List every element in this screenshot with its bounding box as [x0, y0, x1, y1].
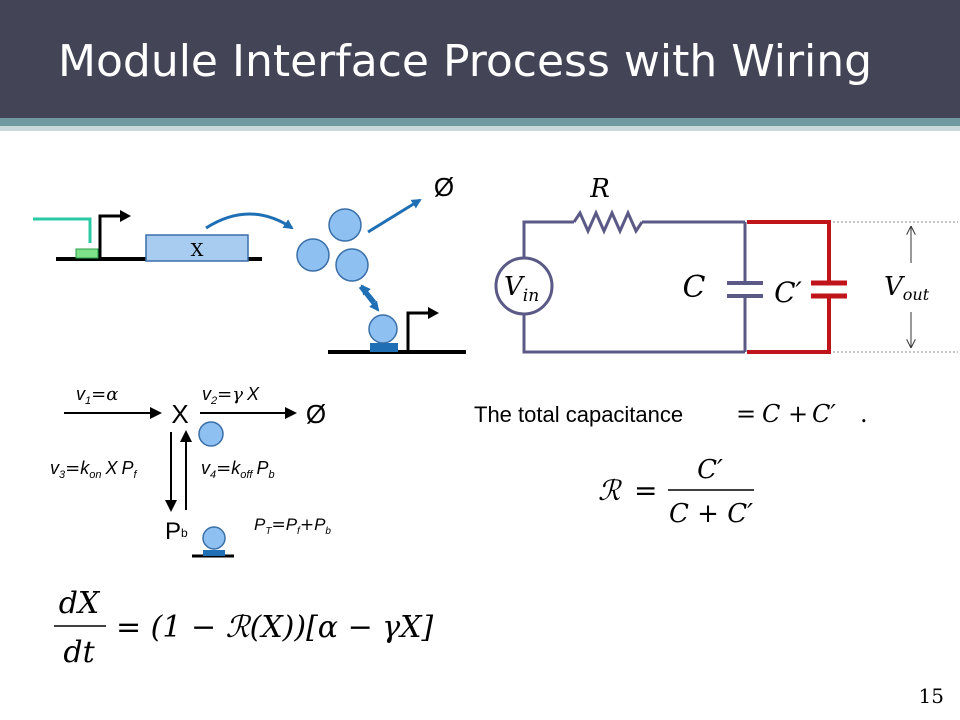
- binding-arrow: [358, 286, 380, 312]
- degradation-symbol: Ø: [434, 172, 454, 202]
- rate-v1: v1=α: [76, 384, 118, 407]
- protein-molecule: [296, 238, 330, 272]
- species-empty: Ø: [306, 399, 326, 429]
- protein-x-molecule: [198, 421, 224, 447]
- gene-label: X: [191, 240, 204, 261]
- capacitance-period: .: [860, 400, 868, 428]
- resistor-label: R: [589, 174, 610, 204]
- ratio-lhs: ℛ: [598, 474, 622, 507]
- total-promoter-equation: PT=Pf+Pb: [254, 515, 331, 537]
- downstream-promoter: [406, 311, 430, 352]
- page-number: 15: [918, 684, 944, 708]
- ratio-equals: =: [634, 474, 657, 507]
- ratio-equation: ℛ = C′ C + C′: [598, 455, 754, 529]
- input-wire: [33, 217, 92, 243]
- bound-site: [203, 550, 225, 556]
- capacitance-c: C: [762, 400, 780, 428]
- capacitance-equals: =: [736, 400, 756, 428]
- ratio-denominator: C + C′: [669, 499, 753, 529]
- binding-site: [75, 248, 99, 259]
- species-x: X: [171, 399, 188, 429]
- title-bar-accent-light: [0, 126, 960, 131]
- slide-title: Module Interface Process with Wiring: [58, 36, 873, 87]
- ode-denominator: dt: [63, 635, 95, 670]
- rc-circuit: R Vin C C′ Vout: [494, 174, 958, 354]
- title-bar-accent: [0, 118, 960, 126]
- species-pb: Pb: [165, 518, 188, 545]
- capacitance-cprime: C′: [812, 400, 836, 428]
- capacitor-c-label: C: [683, 270, 706, 305]
- ode-numerator: dX: [59, 586, 101, 621]
- bound-protein-small: [202, 526, 226, 550]
- downstream-promoter-arrowhead: [428, 307, 439, 319]
- capacitance-statement: The total capacitance = C + C′ .: [474, 400, 868, 428]
- gene-box: [145, 234, 249, 262]
- promoter-arrowhead: [120, 210, 131, 222]
- unbinding-arrow: [360, 284, 377, 303]
- capacitor-cprime-label: C′: [774, 276, 802, 309]
- protein-molecule: [335, 248, 369, 282]
- ratio-numerator: C′: [697, 455, 723, 485]
- source-label: Vin: [504, 272, 539, 306]
- protein-molecule: [328, 208, 362, 242]
- output-voltage-label: Vout: [884, 272, 930, 304]
- wire-left-top: [522, 220, 574, 258]
- ode-equation: dX dt = (1 − ℛ(X))[α − γX]: [54, 586, 434, 670]
- bound-protein: [368, 314, 398, 344]
- resistor: [572, 209, 644, 235]
- downstream-binding-site: [370, 343, 398, 352]
- gene-expression-diagram: X Ø: [33, 172, 466, 354]
- added-wire-bottom: [747, 296, 831, 354]
- capacitance-plus: +: [788, 400, 808, 428]
- capacitance-sentence: The total capacitance: [474, 402, 683, 427]
- degradation-arrow: [367, 198, 422, 234]
- wire-bottom: [522, 314, 745, 354]
- expression-arrow: [205, 212, 294, 230]
- title-bar: [0, 0, 960, 118]
- added-wire-top: [747, 220, 831, 283]
- ode-rhs: = (1 − ℛ(X))[α − γX]: [116, 610, 434, 645]
- promoter-arrow: [98, 214, 122, 259]
